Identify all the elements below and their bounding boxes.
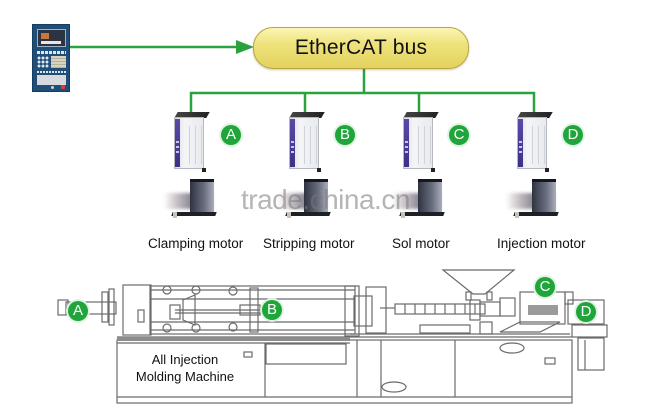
drive-badge-a: A xyxy=(221,125,241,145)
drive-badge-b: B xyxy=(335,125,355,145)
servo-motor-a xyxy=(164,179,230,219)
controller-keys xyxy=(37,51,66,54)
machine-label: All Injection Molding Machine xyxy=(120,351,250,385)
machine-badge-c: C xyxy=(535,277,555,297)
bus-title: EtherCAT bus xyxy=(294,36,428,59)
watermark-text: trade.china.cn xyxy=(241,184,410,215)
arrow-head-icon xyxy=(236,40,254,54)
controller-keypad xyxy=(51,56,66,68)
controller-indicator xyxy=(51,86,54,89)
servo-drive-c xyxy=(403,112,439,172)
drive-badge-c: C xyxy=(449,125,469,145)
ethercat-bus-node: EtherCAT bus xyxy=(253,27,469,69)
machine-badge-d: D xyxy=(576,302,596,322)
machine-badge-b: B xyxy=(262,300,282,320)
controller-panel xyxy=(32,24,70,92)
motor-label-d: Injection motor xyxy=(497,236,586,251)
servo-drive-a xyxy=(174,112,210,172)
motor-label-b: Stripping motor xyxy=(263,236,355,251)
servo-drive-d xyxy=(517,112,553,172)
controller-function-keys xyxy=(37,71,66,73)
servo-motor-c xyxy=(392,179,458,219)
servo-motor-d xyxy=(506,179,572,219)
machine-label-line1: All Injection xyxy=(151,352,219,367)
servo-drive-b xyxy=(289,112,325,172)
emergency-stop-button xyxy=(61,85,65,89)
controller-screen xyxy=(37,29,66,47)
machine-badge-a: A xyxy=(68,301,88,321)
motor-label-a: Clamping motor xyxy=(148,236,244,251)
machine-label-line2: Molding Machine xyxy=(135,369,235,384)
motor-label-c: Sol motor xyxy=(392,236,450,251)
controller-dpad xyxy=(37,56,49,68)
servo-motor-b xyxy=(278,179,344,219)
controller-lower-panel xyxy=(37,75,66,85)
drive-badge-d: D xyxy=(563,125,583,145)
